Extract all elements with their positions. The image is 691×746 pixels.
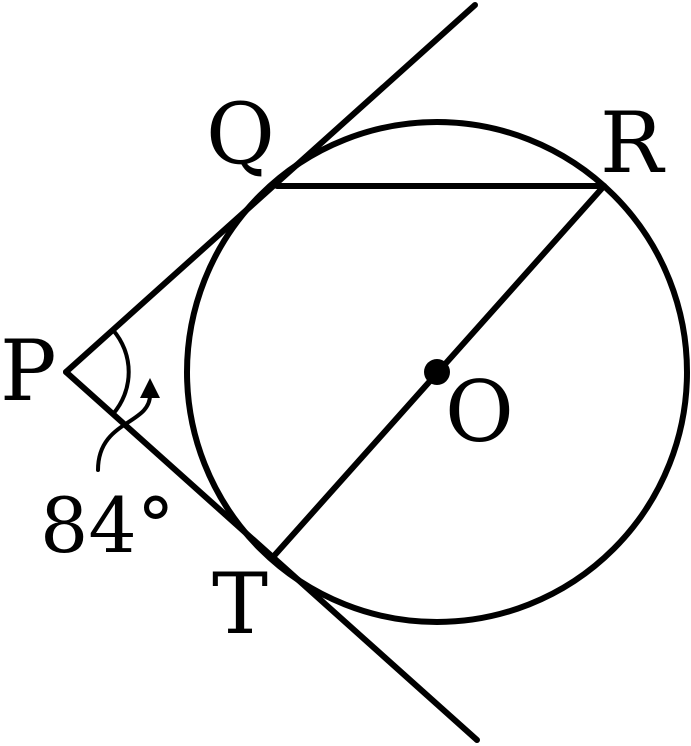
circle [184, 119, 690, 625]
label-r: R [600, 94, 666, 192]
label-t: T [212, 555, 268, 653]
label-q: Q [206, 85, 275, 183]
label-o: O [445, 363, 514, 461]
label-p: P [0, 322, 57, 420]
angle-pointer [96, 393, 152, 472]
center-point [424, 359, 450, 385]
angle-label: 84° [40, 481, 175, 570]
angle-pointer-arrowhead [140, 378, 160, 398]
tangent-line-pq [63, 2, 478, 375]
angle-arc [111, 328, 131, 416]
